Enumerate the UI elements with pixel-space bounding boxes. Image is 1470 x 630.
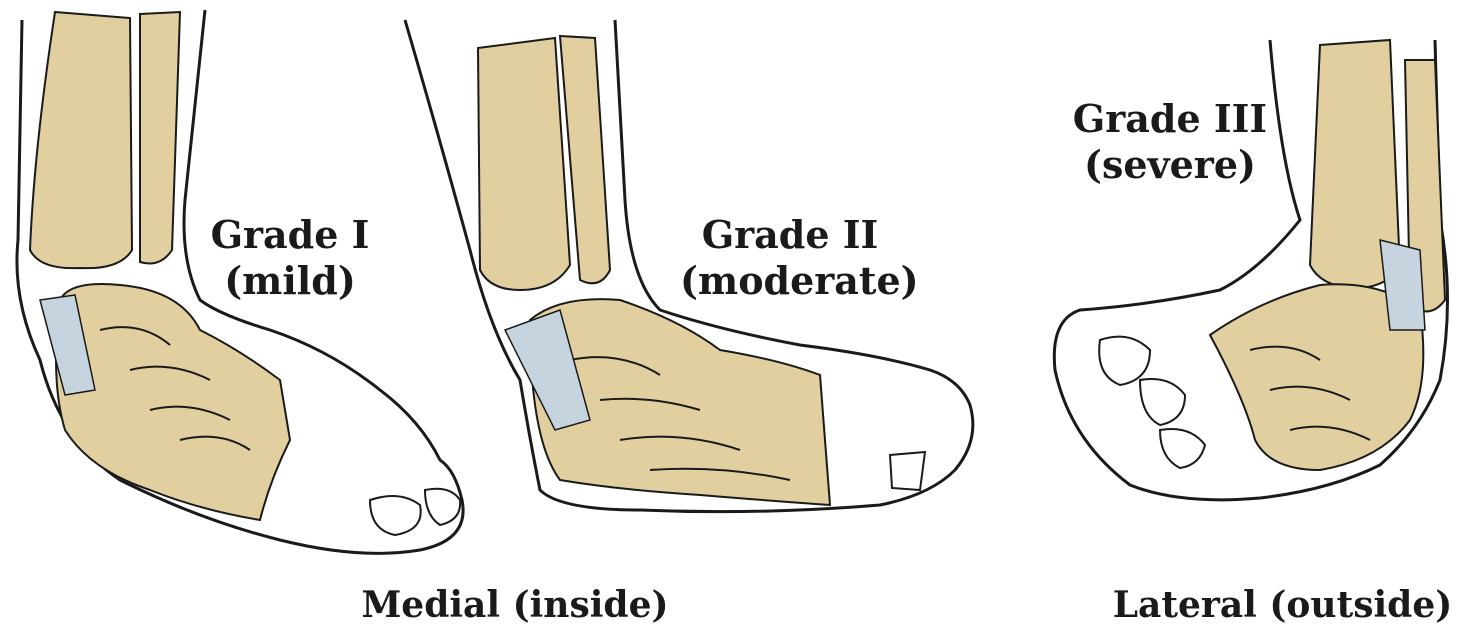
grade-1-severity: (mild) [205,258,375,304]
foot-2-tibia [478,38,570,290]
medial-caption: Medial (inside) [345,584,685,627]
lateral-caption: Lateral (outside) [1110,584,1455,627]
grade-2-severity: (moderate) [680,258,900,304]
foot-1-tarsals [56,284,290,520]
grade-1-title: Grade I [205,212,375,258]
grade-2-label: Grade II (moderate) [680,212,900,303]
grade-3-label: Grade III (severe) [1065,96,1275,187]
grade-3-title: Grade III [1065,96,1275,142]
grade-1-label: Grade I (mild) [205,212,375,303]
grade-3-severity: (severe) [1065,142,1275,188]
grade-2-title: Grade II [680,212,900,258]
